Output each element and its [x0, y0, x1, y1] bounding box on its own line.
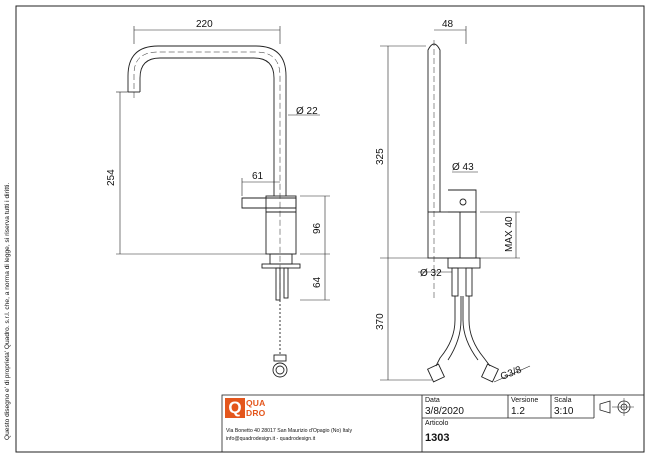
sheet-border [15, 5, 645, 453]
articolo-value: 1303 [425, 432, 450, 444]
front-spout-outer [127, 45, 287, 196]
ownership-note: Questo disegno e' di proprieta' Quadro. … [4, 182, 11, 440]
title-block [221, 394, 645, 453]
company-contacts: info@quadrodesign.it - quadrodesign.it [226, 436, 316, 442]
dim-side-dia-43: Ø 43 [452, 162, 474, 173]
dim-shank-64: 64 [312, 276, 323, 288]
dim-side-dia-32: Ø 32 [420, 268, 442, 279]
dim-body-96: 96 [312, 222, 323, 234]
data-value: 3/8/2020 [425, 406, 464, 417]
dim-handle-61: 61 [252, 171, 264, 182]
front-handle [241, 197, 297, 209]
data-label: Data [425, 397, 440, 404]
versione-value: 1.2 [511, 406, 525, 417]
dim-top-width: 220 [196, 19, 213, 30]
front-view [127, 45, 301, 378]
dim-thread: G3/8 [499, 364, 524, 382]
articolo-label: Articolo [425, 420, 449, 427]
side-dimensions [380, 26, 531, 383]
dim-max-40: MAX 40 [504, 216, 515, 252]
side-view [427, 40, 499, 383]
quadro-logo: Q [225, 398, 245, 418]
scala-label: Scala [554, 397, 572, 404]
logo-line2: DRO [246, 408, 266, 418]
company-address: Via Bonetto 40 28017 San Maurizio d'Opag… [226, 428, 353, 434]
front-dimensions [116, 26, 330, 301]
versione-label: Versione [511, 397, 539, 404]
dim-height-254: 254 [106, 169, 117, 186]
dim-side-48: 48 [442, 19, 454, 30]
dim-side-325: 325 [375, 148, 386, 165]
logo-text: QUA DRO [246, 398, 266, 418]
front-body [265, 195, 297, 255]
dim-side-370: 370 [375, 313, 386, 330]
dim-pipe-diameter: Ø 22 [296, 106, 318, 117]
logo-line1: QUA [246, 398, 266, 408]
front-spout-inner [139, 57, 275, 196]
scala-value: 3:10 [554, 406, 574, 417]
side-body [427, 211, 477, 259]
logo-letter: Q [228, 398, 242, 417]
